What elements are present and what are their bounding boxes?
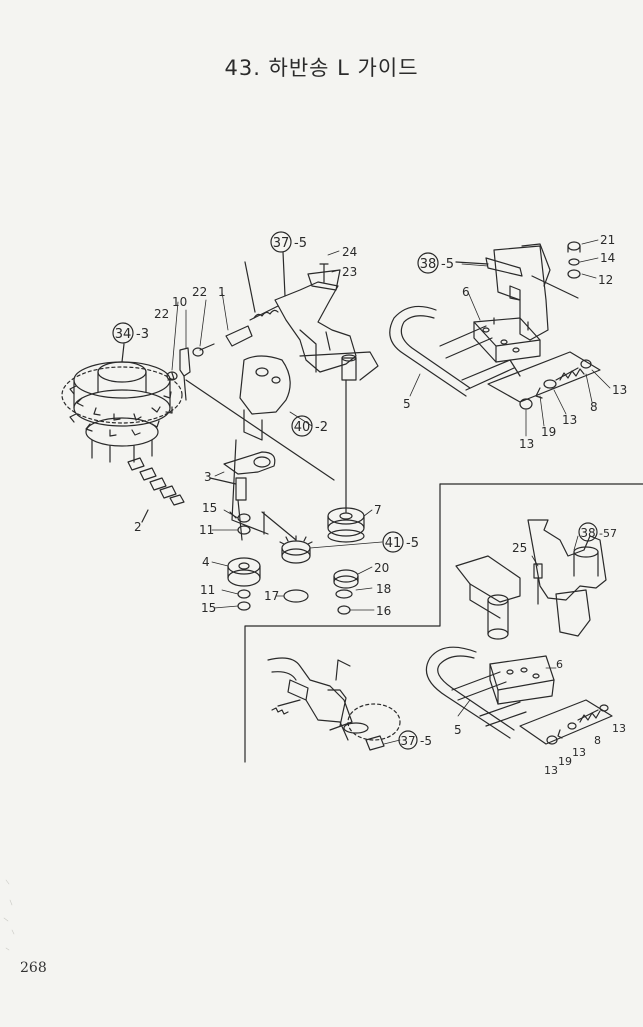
page-title: 43. 하반송 L 가이드 (224, 56, 419, 80)
svg-text:-5: -5 (294, 236, 307, 251)
part-label: 10 (172, 295, 187, 309)
part-label: 18 (376, 582, 391, 596)
svg-text:37: 37 (400, 734, 415, 748)
part-label: 16 (376, 604, 391, 618)
part-label: 5 (454, 723, 462, 737)
part-label: 14 (600, 251, 615, 265)
callout-38-5-top: 38 -5 (417, 252, 454, 274)
svg-text:40: 40 (294, 420, 311, 435)
part-label: 13 (519, 437, 534, 451)
pulley-stack (327, 507, 365, 615)
part-label: 19 (541, 425, 556, 439)
part-label: 5 (403, 397, 411, 411)
part-label: 13 (572, 746, 586, 759)
part-label: 15 (202, 501, 217, 515)
part-label: 19 (558, 755, 572, 768)
lower-right-assembly (425, 519, 613, 745)
callout-41-5: 41 -5 (382, 531, 419, 553)
part-label: 7 (374, 503, 382, 517)
part-label: 23 (342, 265, 357, 279)
part-label: 13 (544, 764, 558, 777)
part-label: 22 (192, 285, 207, 299)
part-label: 8 (594, 734, 601, 747)
part-label: 24 (342, 245, 357, 259)
part-label: 21 (600, 233, 615, 247)
svg-text:37: 37 (273, 236, 290, 251)
callout-37-5-top: 37 -5 (270, 231, 307, 253)
part-label: 13 (562, 413, 577, 427)
part-label: 25 (512, 541, 527, 555)
part-label: 8 (590, 400, 598, 414)
part-label: 4 (202, 555, 210, 569)
part-label: 6 (462, 285, 470, 299)
part-label: 3 (204, 470, 212, 484)
svg-text:-3: -3 (136, 327, 149, 342)
part-label: 11 (200, 583, 215, 597)
part-labels: 24 23 21 14 12 6 5 13 8 13 19 13 22 10 2… (134, 233, 627, 777)
part-label: 13 (612, 383, 627, 397)
part-label: 13 (612, 722, 626, 735)
center-upper-assembly (166, 251, 379, 535)
inset-border-left (244, 483, 441, 763)
callout-40-2: 40 -2 (291, 415, 328, 437)
scan-smudge (3, 879, 15, 951)
callout-37-5-bottom: 37 -5 (398, 730, 432, 750)
svg-text:41: 41 (385, 536, 402, 551)
part-label: 22 (154, 307, 169, 321)
callout-38-57: 38 -57 (578, 522, 617, 542)
svg-text:38: 38 (580, 526, 595, 540)
svg-text:34: 34 (115, 327, 132, 342)
svg-text:-2: -2 (315, 420, 328, 435)
page-number: 268 (20, 960, 47, 976)
left-spacer-stack (227, 511, 261, 611)
part-label: 1 (218, 285, 226, 299)
part-label: 12 (598, 273, 613, 287)
part-label: 17 (264, 589, 279, 603)
part-label: 2 (134, 520, 142, 534)
svg-text:-5: -5 (441, 257, 454, 272)
svg-text:-5: -5 (420, 734, 432, 748)
part-label: 6 (556, 658, 563, 671)
sprocket-assembly (61, 343, 185, 523)
svg-text:38: 38 (420, 257, 437, 272)
crank-arm-assembly (209, 451, 276, 541)
upper-right-assembly (389, 241, 601, 410)
leader-lines (171, 239, 611, 745)
part-label: 15 (201, 601, 216, 615)
center-gear-assembly (261, 511, 313, 603)
part-label: 11 (199, 523, 214, 537)
bottom-detail-assembly (267, 657, 401, 751)
callout-34-3: 34 -3 (112, 322, 149, 344)
part-label: 20 (374, 561, 389, 575)
svg-text:-57: -57 (599, 527, 617, 540)
svg-text:-5: -5 (406, 536, 419, 551)
